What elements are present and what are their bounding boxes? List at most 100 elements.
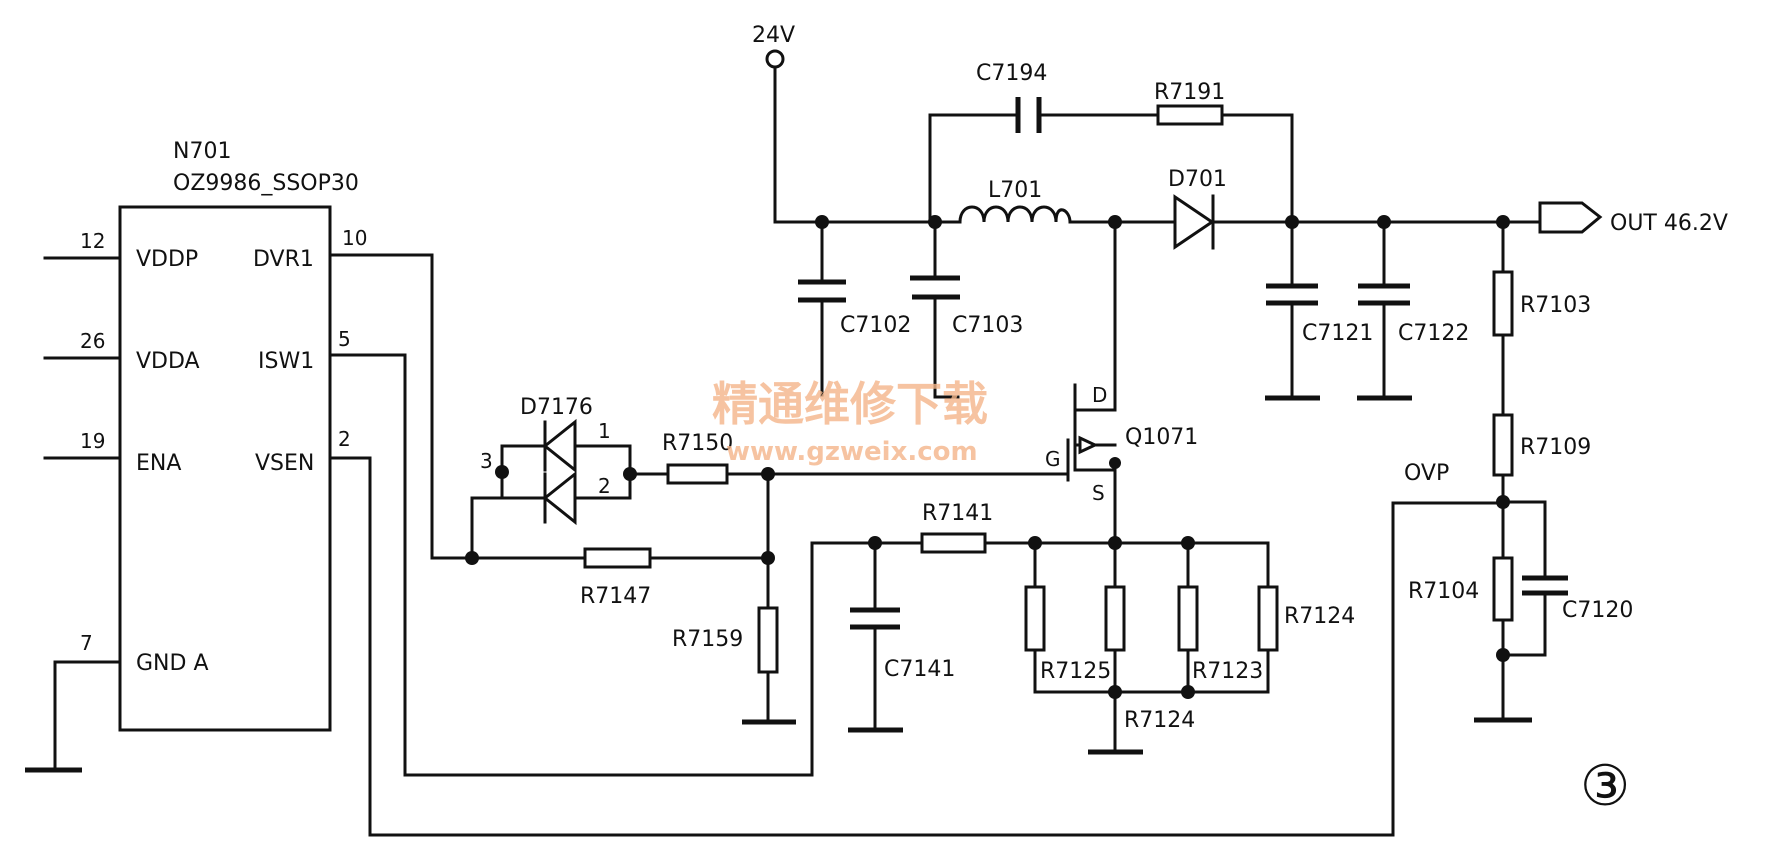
junction-dot bbox=[1109, 457, 1121, 469]
pin-number-5: 5 bbox=[338, 327, 351, 351]
r7124-bottom-label: R7124 bbox=[1124, 708, 1195, 733]
r7141-wires bbox=[873, 541, 1270, 589]
pin-number-7: 7 bbox=[80, 631, 93, 655]
ic-n701: N701 OZ9986_SSOP30 12 VDDP 26 VDDA 19 EN… bbox=[25, 139, 367, 773]
c7141-label: C7141 bbox=[884, 657, 955, 682]
ic-left-pin-lines bbox=[43, 256, 122, 460]
resistor-r7123 bbox=[1177, 585, 1199, 652]
resistor-r7104 bbox=[1492, 556, 1514, 622]
output-terminal bbox=[1538, 201, 1603, 234]
d7176-pin-1: 1 bbox=[598, 419, 611, 443]
junction-dot bbox=[1181, 536, 1195, 550]
sense-resistor-wires bbox=[1033, 541, 1270, 754]
r7123-label: R7123 bbox=[1192, 659, 1263, 684]
q1071-pin-g: G bbox=[1045, 447, 1061, 471]
r7103-label: R7103 bbox=[1520, 293, 1591, 318]
gnd-pin-wire bbox=[53, 660, 122, 772]
r7141-label: R7141 bbox=[922, 501, 993, 526]
r7147-label: R7147 bbox=[580, 584, 651, 609]
l701-label: L701 bbox=[988, 178, 1042, 203]
pin-name-ena: ENA bbox=[136, 451, 181, 476]
ic-part-number: OZ9986_SSOP30 bbox=[173, 171, 359, 196]
q1071-pin-d: D bbox=[1092, 383, 1107, 407]
resistor-r7125 bbox=[1024, 585, 1046, 652]
r7159-label: R7159 bbox=[672, 627, 743, 652]
junction-dot bbox=[868, 536, 882, 550]
resistor-r7159 bbox=[757, 606, 779, 674]
input-wire bbox=[773, 65, 962, 224]
cap-c7103-plates bbox=[910, 275, 960, 300]
c7122-label: C7122 bbox=[1398, 321, 1469, 346]
junction-dot bbox=[1108, 215, 1122, 229]
r7104-label: R7104 bbox=[1408, 579, 1479, 604]
ovp-net-label: OVP bbox=[1404, 461, 1449, 486]
resistor-r7124-right bbox=[1257, 585, 1279, 652]
r7191-label: R7191 bbox=[1154, 80, 1225, 105]
resistor-r7103 bbox=[1492, 270, 1514, 337]
pin-number-26: 26 bbox=[80, 329, 105, 353]
cap-c7120-plates bbox=[1522, 575, 1568, 596]
junction-dot bbox=[495, 465, 509, 479]
vsen-wire bbox=[328, 456, 1505, 837]
d7176-diode1-triangle bbox=[542, 418, 577, 474]
cap-c7102-plates bbox=[798, 279, 846, 303]
pin-name-isw1: ISW1 bbox=[258, 349, 314, 374]
watermark-text: 精通维修下载 bbox=[712, 377, 988, 431]
pin-number-12: 12 bbox=[80, 229, 105, 253]
d7176-pin-3: 3 bbox=[480, 449, 493, 473]
resistor-r7191 bbox=[1156, 104, 1224, 126]
junction-dot bbox=[1028, 536, 1042, 550]
pin-name-vsen: VSEN bbox=[255, 451, 314, 476]
junction-dot bbox=[1496, 495, 1510, 509]
mosfet-arrow bbox=[1078, 435, 1099, 455]
junction-dot bbox=[1108, 685, 1122, 699]
input-24v: 24V bbox=[752, 23, 962, 224]
q1071-label: Q1071 bbox=[1125, 425, 1198, 450]
c7120-label: C7120 bbox=[1562, 598, 1633, 623]
cap-c7194-plates bbox=[1015, 97, 1042, 133]
junction-dot bbox=[928, 215, 942, 229]
resistor-r7147 bbox=[583, 547, 652, 569]
output-voltage-label: OUT 46.2V bbox=[1610, 211, 1728, 236]
diode-d701: D701 bbox=[1168, 167, 1227, 250]
pin-name-vddp: VDDP bbox=[136, 247, 198, 272]
r7109-label: R7109 bbox=[1520, 435, 1591, 460]
inductor-coil bbox=[958, 205, 1072, 224]
d7176-label: D7176 bbox=[520, 395, 593, 420]
junction-dot bbox=[1181, 685, 1195, 699]
resistor-r7124-center bbox=[1104, 585, 1126, 652]
r7150-label: R7150 bbox=[662, 431, 733, 456]
junction-dot bbox=[465, 551, 479, 565]
figure-number: ③ bbox=[1580, 754, 1630, 819]
d7176-diode2-bar bbox=[518, 472, 607, 524]
r7125-label: R7125 bbox=[1040, 659, 1111, 684]
input-terminal bbox=[765, 49, 785, 69]
q1071-pin-s: S bbox=[1092, 481, 1105, 505]
junction-dots bbox=[465, 215, 1510, 699]
junction-dot bbox=[761, 551, 775, 565]
input-voltage-label: 24V bbox=[752, 23, 795, 48]
c7194-label: C7194 bbox=[976, 61, 1047, 86]
d7176-diode1-bar bbox=[518, 420, 607, 472]
dvr1-to-diode-wire bbox=[470, 496, 504, 560]
pin-name-vdda: VDDA bbox=[136, 349, 200, 374]
d701-label: D701 bbox=[1168, 167, 1227, 192]
junction-dot bbox=[815, 215, 829, 229]
junction-dot bbox=[1496, 215, 1510, 229]
resistor-r7150 bbox=[666, 463, 729, 485]
ic-designator: N701 bbox=[173, 139, 231, 164]
ic-body bbox=[118, 205, 332, 732]
c7121-label: C7121 bbox=[1302, 321, 1373, 346]
pin-number-2: 2 bbox=[338, 427, 351, 451]
junction-dot bbox=[1108, 536, 1122, 550]
c7120-wires bbox=[1501, 500, 1547, 657]
r7124-right-label: R7124 bbox=[1284, 604, 1355, 629]
junction-dot bbox=[1496, 648, 1510, 662]
junction-dot bbox=[623, 467, 637, 481]
c7103-wires bbox=[933, 220, 960, 399]
watermark-url: www.gzweix.com bbox=[726, 437, 978, 467]
pin-number-19: 19 bbox=[80, 429, 105, 453]
resistor-r7109 bbox=[1492, 413, 1514, 477]
cap-c7122-plates bbox=[1358, 283, 1410, 306]
